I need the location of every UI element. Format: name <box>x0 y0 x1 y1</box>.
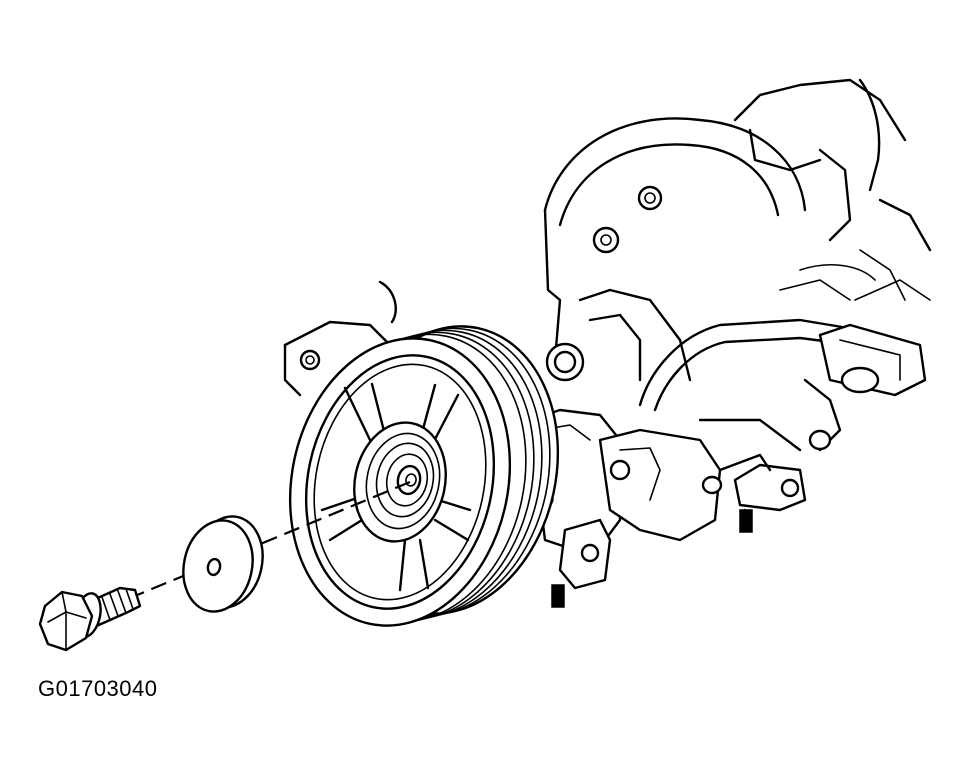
figure-id-label: G01703040 <box>38 676 158 701</box>
bolt <box>38 586 142 652</box>
compressor-bracket <box>528 408 772 608</box>
alignment-axis-line <box>129 480 411 600</box>
washer <box>182 515 264 613</box>
engine-block <box>283 78 932 533</box>
pulley <box>288 325 560 627</box>
